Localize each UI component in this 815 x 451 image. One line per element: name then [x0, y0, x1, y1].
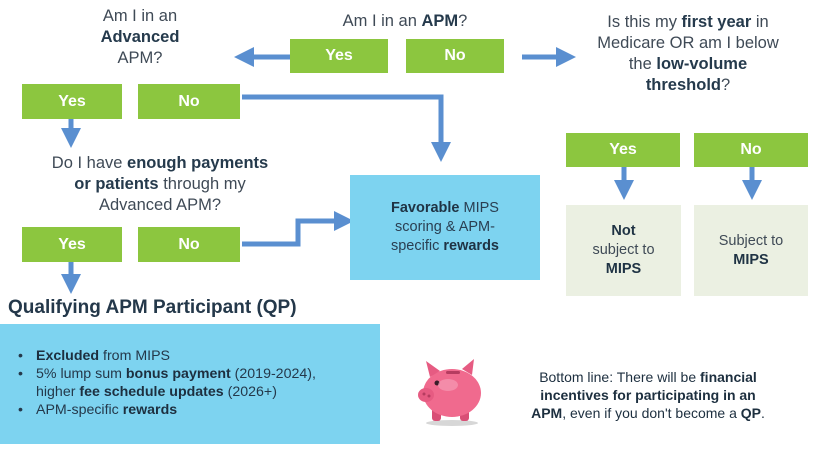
qp-benefit-item: 5% lump sum bonus payment (2019-2024),hi… [18, 365, 370, 401]
subject-to-mips-box: Subject to MIPS [694, 205, 808, 296]
question-apm: Am I in an APM? [342, 12, 468, 30]
arrow-enough-no-to-favorable [242, 211, 354, 247]
enough-no-button[interactable]: No [138, 227, 240, 262]
qp-benefit-item: Excluded from MIPS [18, 347, 370, 365]
first-year-yes-button[interactable]: Yes [566, 133, 680, 167]
advanced-yes-button[interactable]: Yes [22, 84, 122, 119]
advanced-no-button[interactable]: No [138, 84, 240, 119]
piggy-bank-icon [418, 359, 481, 426]
qp-title: Qualifying APM Participant (QP) [8, 297, 297, 318]
qp-benefit-item: APM-specific rewards [18, 401, 370, 419]
first-year-no-button[interactable]: No [694, 133, 808, 167]
question-advanced-apm: Am I in an Advanced APM? [100, 7, 180, 67]
question-first-year: Is this my first year in Medicare OR am … [597, 13, 779, 94]
question-enough-payments: Do I have enough payments or patients th… [51, 154, 269, 214]
enough-yes-button[interactable]: Yes [22, 227, 122, 262]
bottom-line-text: Bottom line: There will be financial inc… [531, 369, 765, 421]
qp-benefits-box: Excluded from MIPS 5% lump sum bonus pay… [0, 324, 380, 444]
arrow-adv-no-to-favorable [242, 94, 451, 162]
apm-no-button[interactable]: No [406, 39, 504, 73]
favorable-mips-box: Favorable MIPS scoring & APM- specific r… [350, 175, 540, 280]
not-subject-to-mips-box: Not subject to MIPS [566, 205, 681, 296]
apm-yes-button[interactable]: Yes [290, 39, 388, 73]
